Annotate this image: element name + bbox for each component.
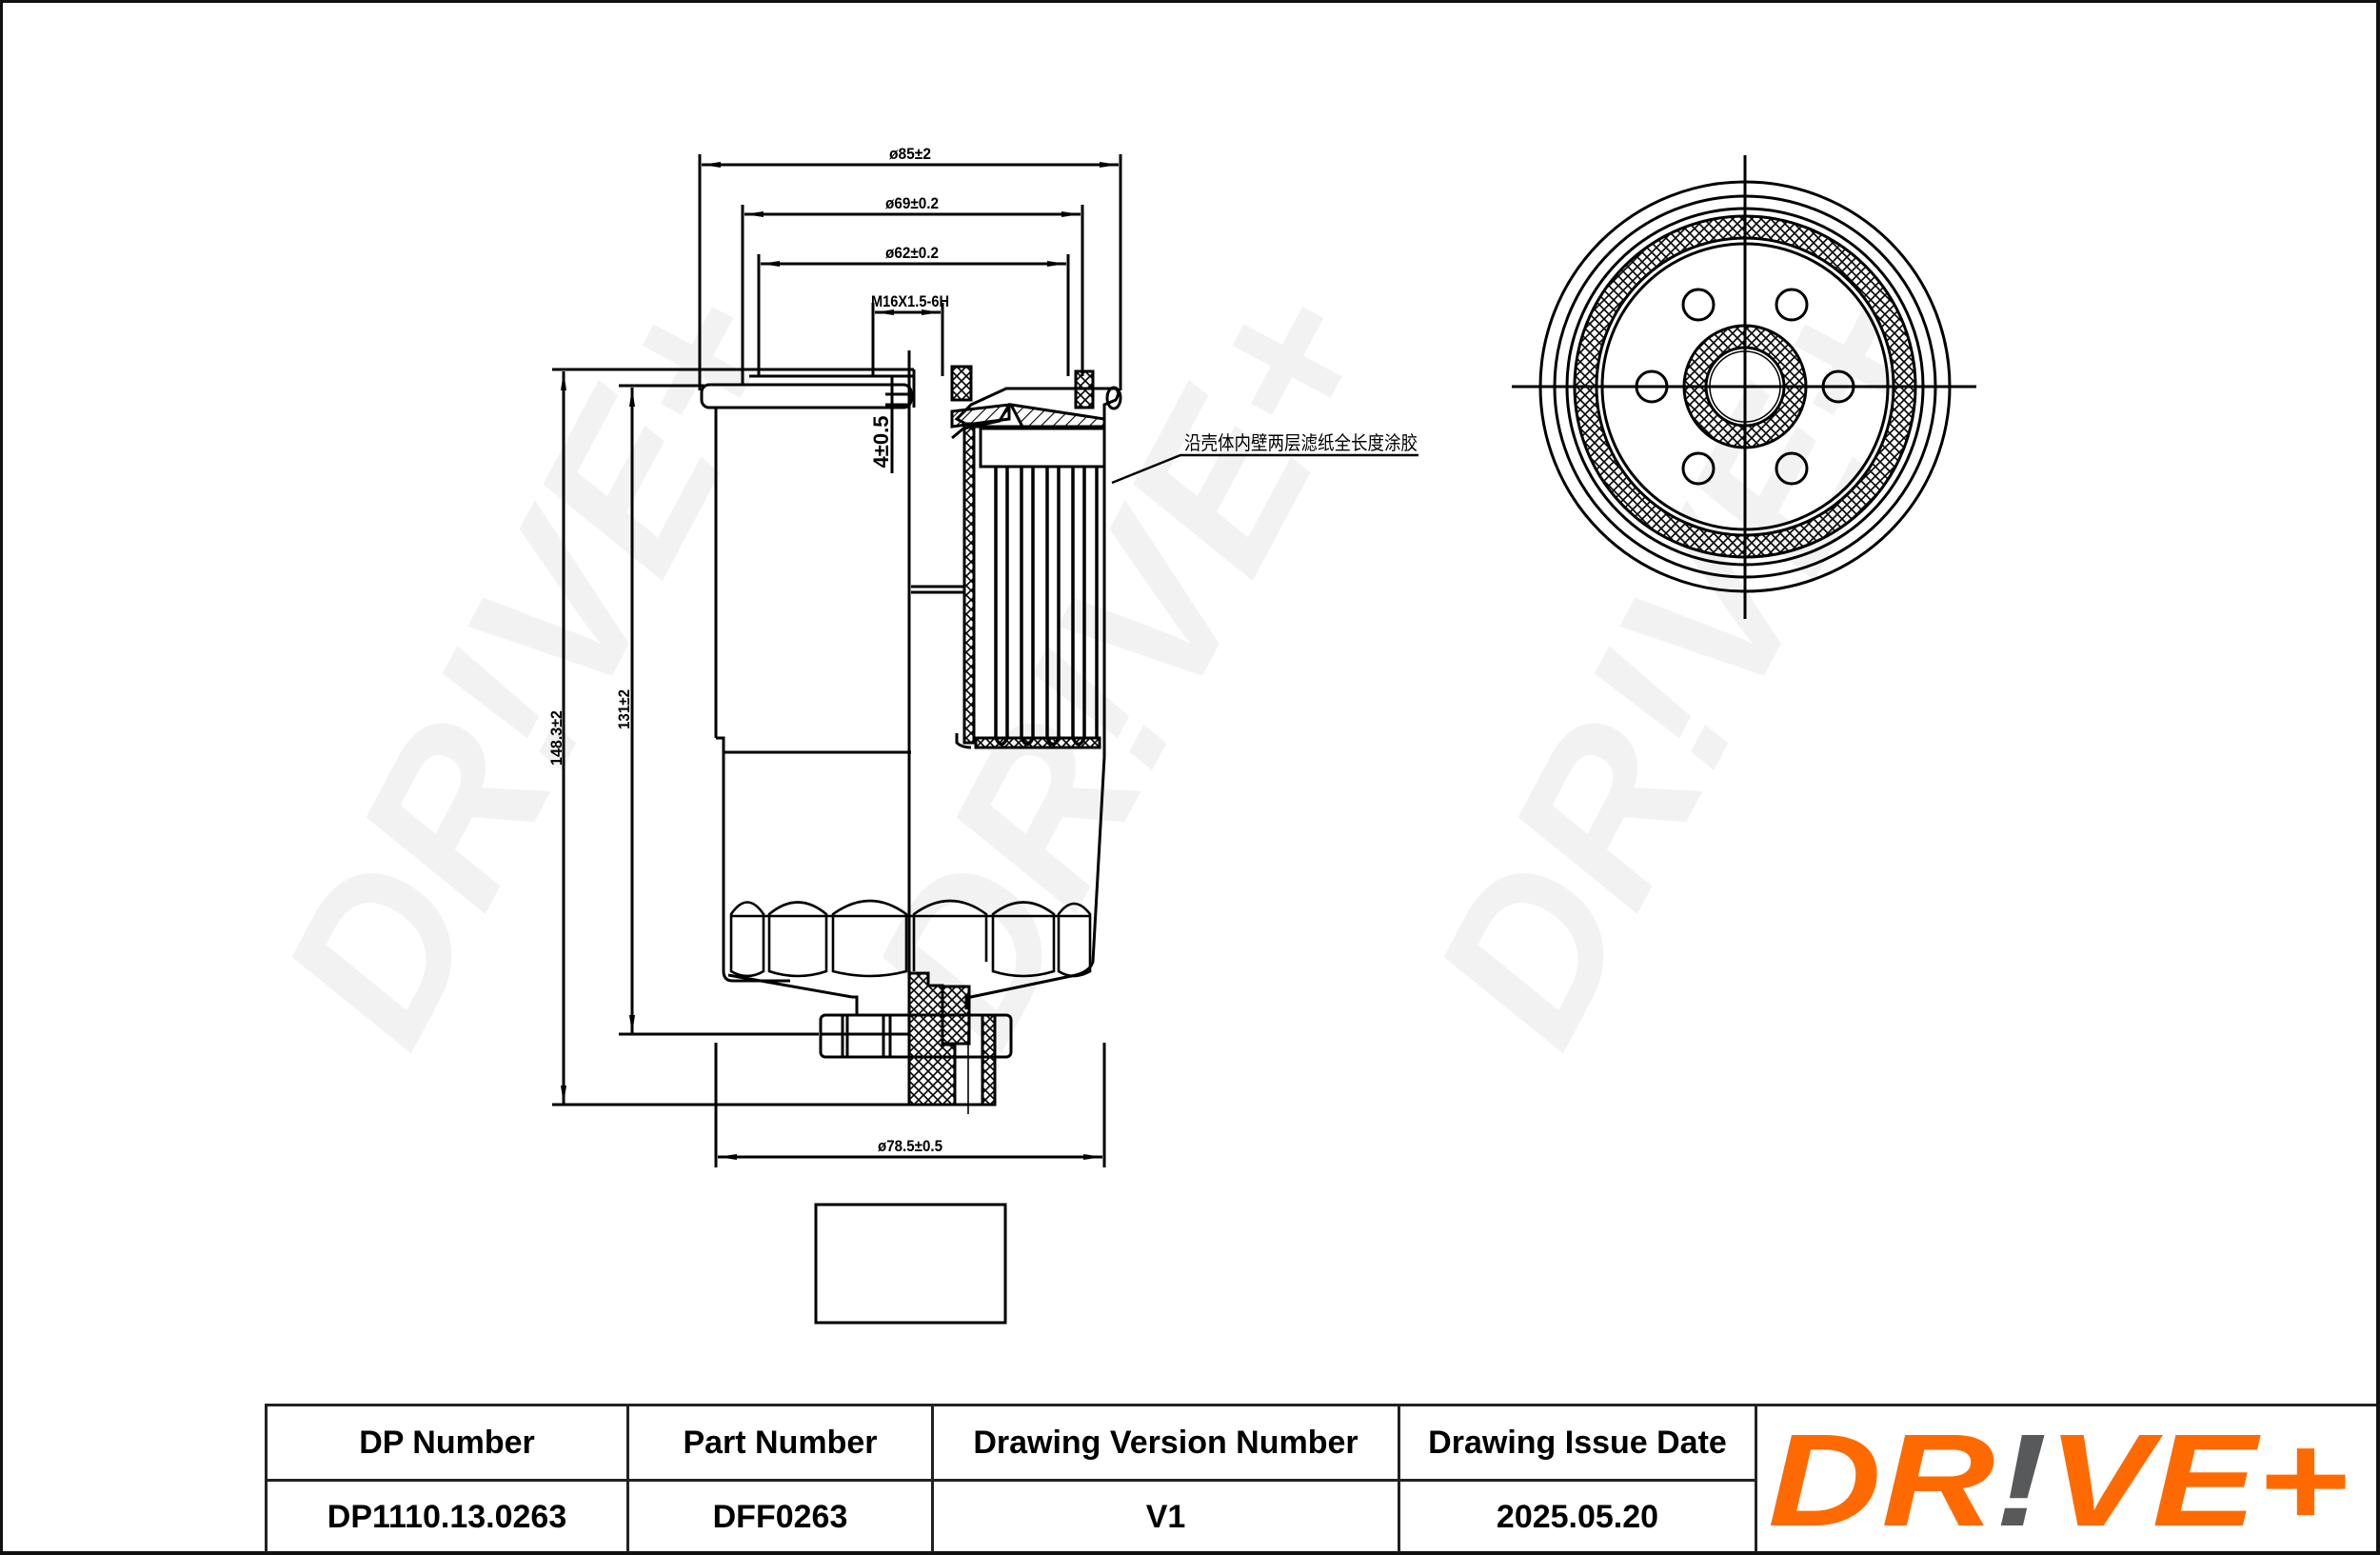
dim-thread: M16X1.5-6H — [871, 292, 949, 310]
blank-box — [814, 1203, 1007, 1325]
dim-gasket-inner: ø62±0.2 — [885, 244, 939, 262]
logo-text-left: DR — [1768, 1423, 1994, 1537]
dim-body-height: 131±2 — [615, 689, 633, 729]
dim-outer-diameter: ø85±2 — [889, 145, 931, 163]
drive-plus-logo-icon: DR!VE+ — [1768, 1423, 2349, 1537]
dim-thread-depth: 4±0.5 — [869, 416, 893, 468]
svg-text:DR!VE+: DR!VE+ — [1768, 1423, 2349, 1537]
header-dp-number: DP Number — [268, 1406, 629, 1482]
glue-annotation: 沿壳体内壁两层滤纸全长度涂胶 — [1184, 431, 1418, 454]
top-view — [1512, 155, 1976, 619]
value-part-number: DFF0263 — [629, 1482, 934, 1552]
watermark-left: DR!VE+ — [234, 249, 830, 1079]
logo-text-bang: ! — [1994, 1423, 2047, 1537]
header-part-number: Part Number — [629, 1406, 934, 1482]
watermark-group: DR!VE+ DR!VE+ DR!VE+ — [234, 249, 1982, 1079]
value-issue-date: 2025.05.20 — [1400, 1482, 1757, 1552]
header-issue-date: Drawing Issue Date — [1400, 1406, 1757, 1482]
header-drawing-version: Drawing Version Number — [934, 1406, 1400, 1482]
value-drawing-version: V1 — [934, 1482, 1400, 1552]
dim-total-height: 148.3±2 — [547, 710, 565, 766]
brand-logo: DR!VE+ — [1757, 1406, 2376, 1552]
side-view — [552, 154, 1418, 1167]
dim-gasket-outer: ø69±0.2 — [885, 194, 939, 212]
logo-text-right: VE+ — [2047, 1423, 2349, 1537]
title-block: DP Number Part Number Drawing Version Nu… — [265, 1404, 2376, 1552]
value-dp-number: DP1110.13.0263 — [268, 1482, 629, 1552]
mounting-holes — [1635, 288, 1855, 486]
dim-body-diameter: ø78.5±0.5 — [878, 1137, 942, 1155]
